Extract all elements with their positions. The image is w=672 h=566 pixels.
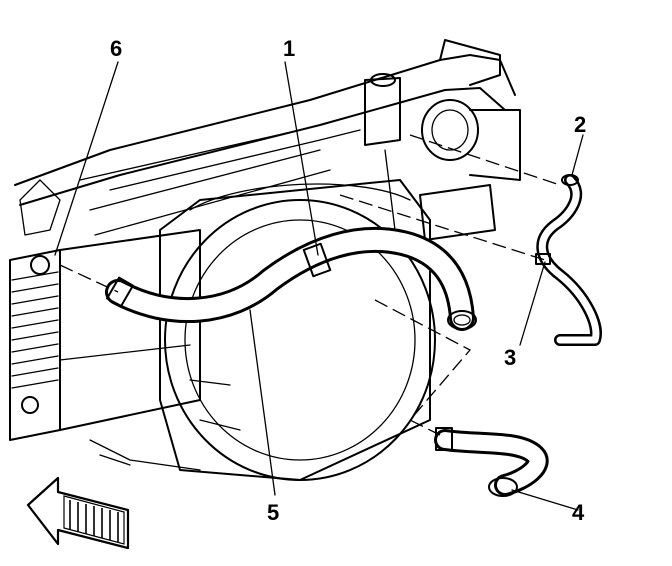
callout-3: 3	[504, 345, 516, 370]
heater-hose	[535, 174, 602, 346]
radiator-outlet-hose	[105, 226, 477, 331]
fan-shroud	[89, 179, 436, 481]
upper-radiator-support	[14, 39, 516, 236]
coolant-reservoir-area	[364, 73, 521, 241]
front-arrow-icon	[26, 476, 130, 550]
hose-clamps	[106, 242, 332, 308]
leader-lines	[54, 61, 584, 511]
callout-6: 6	[110, 36, 122, 61]
callout-2: 2	[574, 112, 586, 137]
lower-hose	[434, 427, 549, 497]
callout-5: 5	[267, 500, 279, 525]
callout-1: 1	[283, 36, 295, 61]
callout-4: 4	[572, 500, 585, 525]
alignment-lines	[59, 134, 561, 436]
